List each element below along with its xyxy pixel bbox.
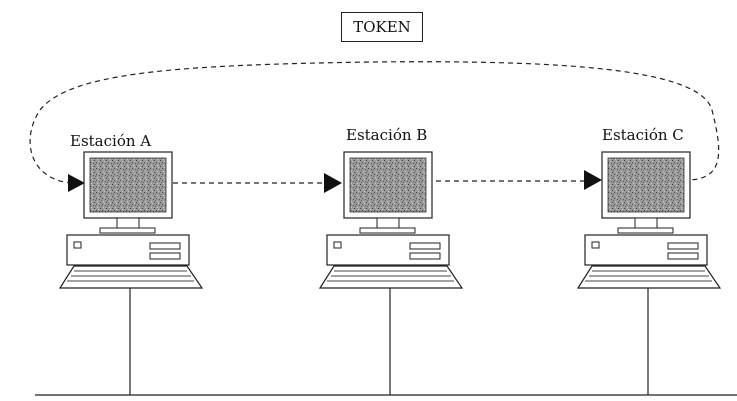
station-a-screen (89, 157, 167, 213)
arrow-to-station-c (584, 170, 602, 190)
station-b-screen (349, 157, 427, 213)
station-c-cpu (584, 234, 708, 266)
token-label-box: TOKEN (341, 12, 423, 42)
token-label: TOKEN (353, 18, 411, 36)
arrow-to-station-b (324, 173, 342, 193)
station-c-computer (576, 151, 722, 395)
station-b-keyboard (318, 265, 464, 289)
station-a-label: Estación A (70, 132, 152, 150)
token-ring-path (29, 61, 720, 184)
station-b-label: Estación B (346, 126, 428, 144)
station-c-label: Estación C (602, 126, 684, 144)
station-b-cpu (326, 234, 450, 266)
station-c-screen (607, 157, 685, 213)
station-a-cpu (66, 234, 190, 266)
arrow-to-station-a (68, 174, 85, 192)
station-a-keyboard (58, 265, 204, 289)
station-c-keyboard (576, 265, 722, 289)
station-a-computer (58, 151, 204, 395)
station-b-computer (318, 151, 464, 395)
